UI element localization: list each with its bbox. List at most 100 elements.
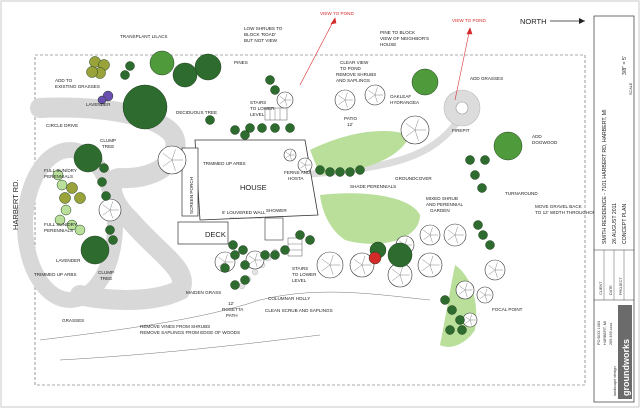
- tb-date: 26 AUGUST 2011: [612, 203, 618, 244]
- tree-canopy: [283, 148, 297, 162]
- label-low-shrubs-1: LOW SHRUBS TO: [244, 26, 283, 31]
- shrub: [240, 130, 250, 140]
- tree-canopy: [98, 198, 122, 222]
- shrub: [99, 163, 109, 173]
- lavender: [97, 95, 107, 105]
- shrub: [473, 220, 483, 230]
- label-clump-tree-bottom-1: CLUMP: [98, 270, 114, 275]
- label-trimmed-arbs-top: TRIMMED UP ARBS: [203, 161, 246, 166]
- label-add-dogwood-2: DOGWOOD: [532, 140, 558, 145]
- view-arrows: [299, 17, 473, 101]
- stairs-top: [264, 107, 288, 121]
- perennial: [60, 204, 72, 216]
- tree-canopy: [462, 312, 478, 328]
- label-lavender-bottom: LAVENDER: [56, 258, 81, 263]
- perennial: [74, 224, 86, 236]
- shrub: [280, 245, 290, 255]
- label-full-sun-bottom-2: PERENNIALS: [44, 228, 73, 233]
- label-north: NORTH: [520, 17, 547, 26]
- shrub: [480, 155, 490, 165]
- label-groundcover: GROUNDCOVER: [395, 176, 432, 181]
- shrub: [485, 240, 495, 250]
- outline-trees: [98, 84, 506, 328]
- label-trimmed-arbs-bottom: TRIMMED UP ARBS: [34, 272, 77, 277]
- shrub: [260, 250, 270, 260]
- label-circle-drive: CIRCLE DRIVE: [46, 123, 78, 128]
- shrub: [457, 325, 467, 335]
- clump-tree: [73, 143, 103, 173]
- label-add-to-1: ADD TO: [55, 78, 73, 83]
- label-screen-porch: SCREEN PORCH: [189, 177, 194, 214]
- label-house: HOUSE: [240, 183, 267, 192]
- logo-tagline: landscape design: [613, 366, 617, 396]
- label-clean-scrub: CLEAN SCRUB AND SAPLINGS: [265, 308, 333, 313]
- shrub: [477, 183, 487, 193]
- perennial: [56, 179, 68, 191]
- label-firepit: FIREPIT: [452, 128, 470, 133]
- shrub: [108, 235, 118, 245]
- clump-tree: [80, 235, 110, 265]
- label-mixed-3: GARDEN: [430, 208, 450, 213]
- label-pines: PINES: [234, 60, 248, 65]
- label-clump-tree-top-1: CLUMP: [100, 138, 116, 143]
- shrub: [270, 123, 280, 133]
- tree-canopy: [276, 91, 294, 109]
- perennial: [66, 219, 78, 231]
- label-harbert-rd: HARBERT RD.: [11, 179, 20, 230]
- label-turnaround: TURNAROUND: [505, 191, 538, 196]
- label-pine-block-3: HOUSE: [380, 42, 396, 47]
- perennial: [54, 214, 66, 226]
- red-shrub: [368, 251, 382, 265]
- transplant-lilac: [149, 50, 175, 76]
- label-view-to-pond-2: VIEW TO POND: [452, 18, 486, 23]
- tree-canopy: [419, 224, 441, 246]
- label-stairs-top-1: STAIRS: [250, 100, 266, 105]
- shrub: [125, 61, 135, 71]
- shrub: [105, 225, 115, 235]
- label-clump-tree-top-2: TREE: [102, 144, 114, 149]
- shrub: [270, 85, 280, 95]
- label-deciduous-tree: DECIDUOUS TREE: [176, 110, 217, 115]
- tb-scale-value: 3/8" = 5': [622, 56, 628, 75]
- label-full-sun-top-2: PERENNIALS: [44, 174, 73, 179]
- shrub: [257, 123, 267, 133]
- shrub: [230, 250, 240, 260]
- label-columnar-holly: COLUMNAR HOLLY: [268, 296, 310, 301]
- label-transplant-lilacs: TRANSPLANT LILACS: [120, 34, 167, 39]
- tree-canopy: [349, 252, 375, 278]
- shrub: [325, 167, 335, 177]
- tree-canopy: [476, 286, 494, 304]
- tree-canopy: [245, 250, 265, 270]
- tree-canopy: [443, 223, 467, 247]
- label-maiden-grass: MAIDEN GRASS: [186, 290, 221, 295]
- label-move-gravel-1: MOVE GRAVEL BACK: [535, 204, 583, 209]
- tb-field-project: PROJECT: [619, 277, 623, 295]
- shrub: [230, 125, 240, 135]
- tree-canopy: [316, 251, 344, 279]
- label-grasses: GRASSES: [62, 318, 84, 323]
- tb-project: SMITH RESIDENCE - 7101 HARBERT RD, HARBE…: [602, 109, 608, 244]
- label-clear-view-4: AND SAPLINGS: [336, 78, 370, 83]
- tb-field-date: DATE: [609, 285, 613, 295]
- tree-canopy: [297, 157, 313, 173]
- ornamental-grass: [66, 182, 78, 194]
- tree-canopy: [364, 84, 386, 106]
- label-full-sun-top-1: FULL SUN/DRY: [44, 168, 77, 173]
- label-low-shrubs-3: BUT NOT VIEW: [244, 38, 278, 43]
- shrub: [455, 315, 465, 325]
- label-add-dogwood-1: ADD: [532, 134, 542, 139]
- shrub: [355, 165, 365, 175]
- label-pine-block-2: VIEW OF NEIGHBOR'S: [380, 36, 429, 41]
- label-pine-block-1: PINE TO BLOCK: [380, 30, 416, 35]
- shrub: [97, 177, 107, 187]
- shrub: [345, 167, 355, 177]
- perennial: [52, 169, 64, 181]
- label-remove-vines-2: REMOVE SAPLINGS FROM EDGE OF WOODS: [140, 330, 240, 335]
- shrub: [440, 295, 450, 305]
- tree-canopy: [334, 89, 356, 111]
- label-patio-1: PATIO: [344, 116, 358, 121]
- label-mixed-1: MIXED SHRUB: [426, 196, 458, 201]
- label-move-gravel-2: TO 12' WIDTH THROUGHOUT: [535, 210, 599, 215]
- label-lavender-top: LAVENDER: [86, 102, 111, 107]
- shrub: [230, 280, 240, 290]
